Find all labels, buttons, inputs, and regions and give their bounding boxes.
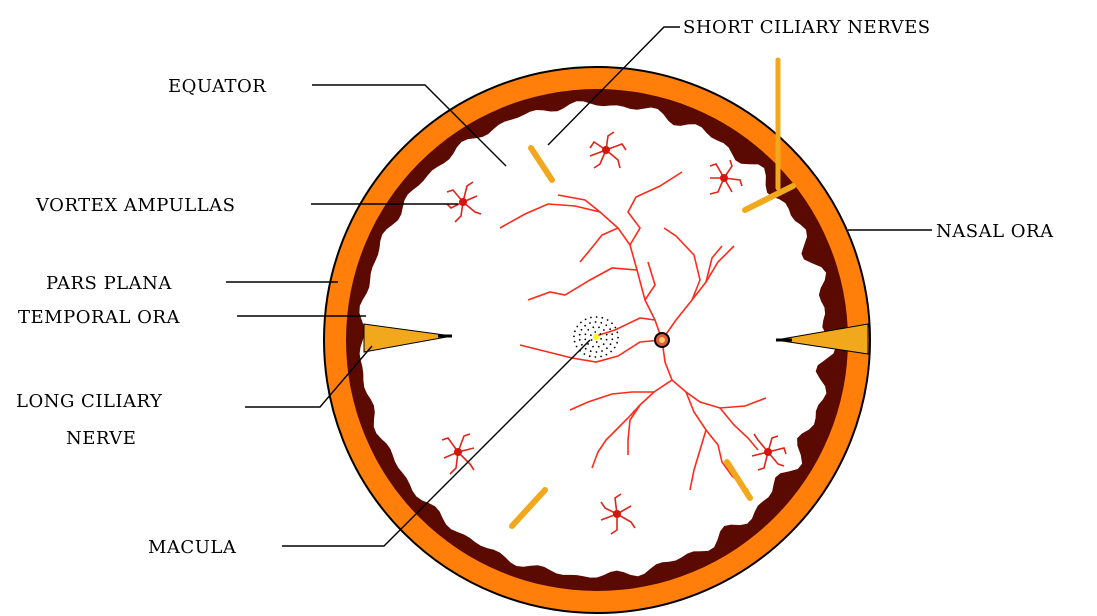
macula-stipple-dot [595,356,597,358]
label-long-ciliary-nerve-line1: LONG CILIARY [16,391,163,412]
macula-stipple-dot [589,322,591,324]
macula-stipple-dot [592,346,594,348]
macula-stipple-dot [594,331,596,333]
macula-stipple-dot [581,329,583,331]
macula-stipple-dot [614,347,616,349]
macula-stipple-dot [581,344,583,346]
macula-stipple-dot [610,343,612,345]
macula-stipple-dot [591,339,593,341]
macula-stipple-dot [617,332,619,334]
macula-stipple-dot [596,316,598,318]
macula-stipple-dot [587,329,589,331]
macula-stipple-dot [606,354,608,356]
macula-stipple-dot [592,326,594,328]
macula-stipple-dot [606,347,608,349]
label-equator: EQUATOR [168,76,266,97]
macula-stipple-dot [576,326,578,328]
label-vortex-ampullas: VORTEX AMPULLAS [35,195,236,216]
macula-stipple-dot [573,336,575,338]
macula-stipple-dot [584,325,586,327]
macula-stipple-dot [598,346,600,348]
macula-stipple-dot [610,351,612,353]
macula-stipple-dot [596,351,598,353]
macula-stipple-dot [600,322,602,324]
macula-stipple-dot [596,341,598,343]
label-long-ciliary-nerve-line2: NERVE [66,428,136,449]
macula-stipple-dot [584,353,586,355]
macula-stipple-dot [585,333,587,335]
macula-stipple-dot [607,319,609,321]
macula-stipple-dot [601,317,603,319]
label-nasal-ora: NASAL ORA [936,221,1054,242]
macula-stipple-dot [600,333,602,335]
macula-stipple-dot [603,329,605,331]
macula-stipple-dot [611,338,613,340]
macula-stipple-dot [611,333,613,335]
macula-stipple-dot [616,342,618,344]
macula-stipple-dot [600,338,602,340]
macula-stipple-dot [585,319,587,321]
macula-stipple-dot [579,334,581,336]
macula-stipple-dot [600,356,602,358]
macula-stipple-dot [615,327,617,329]
macula-stipple-dot [617,337,619,339]
optic-disc-icon [655,333,669,347]
macula-stipple-dot [609,328,611,330]
label-macula: MACULA [148,537,237,558]
macula-stipple-dot [606,334,608,336]
macula-center [593,334,599,340]
macula-stipple-dot [579,339,581,341]
macula-stipple-dot [590,350,592,352]
label-temporal-ora: TEMPORAL ORA [18,307,180,328]
macula-stipple-dot [601,350,603,352]
macula-stipple-dot [574,341,576,343]
macula-stipple-dot [590,317,592,319]
label-pars-plana: PARS PLANA [46,273,172,294]
macula-stipple-dot [580,322,582,324]
label-short-ciliary-nerves: SHORT CILIARY NERVES [683,17,931,38]
macula-stipple-dot [595,321,597,323]
macula-stipple-dot [574,330,576,332]
macula-stipple-dot [590,334,592,336]
macula-stipple-dot [606,339,608,341]
macula-stipple-dot [603,343,605,345]
macula-stipple-dot [584,339,586,341]
macula-stipple-dot [598,327,600,329]
macula-stipple-dot [611,322,613,324]
macula-stipple-dot [585,348,587,350]
macula-stipple-dot [589,355,591,357]
macula-stipple-dot [576,346,578,348]
macula-stipple-dot [605,324,607,326]
